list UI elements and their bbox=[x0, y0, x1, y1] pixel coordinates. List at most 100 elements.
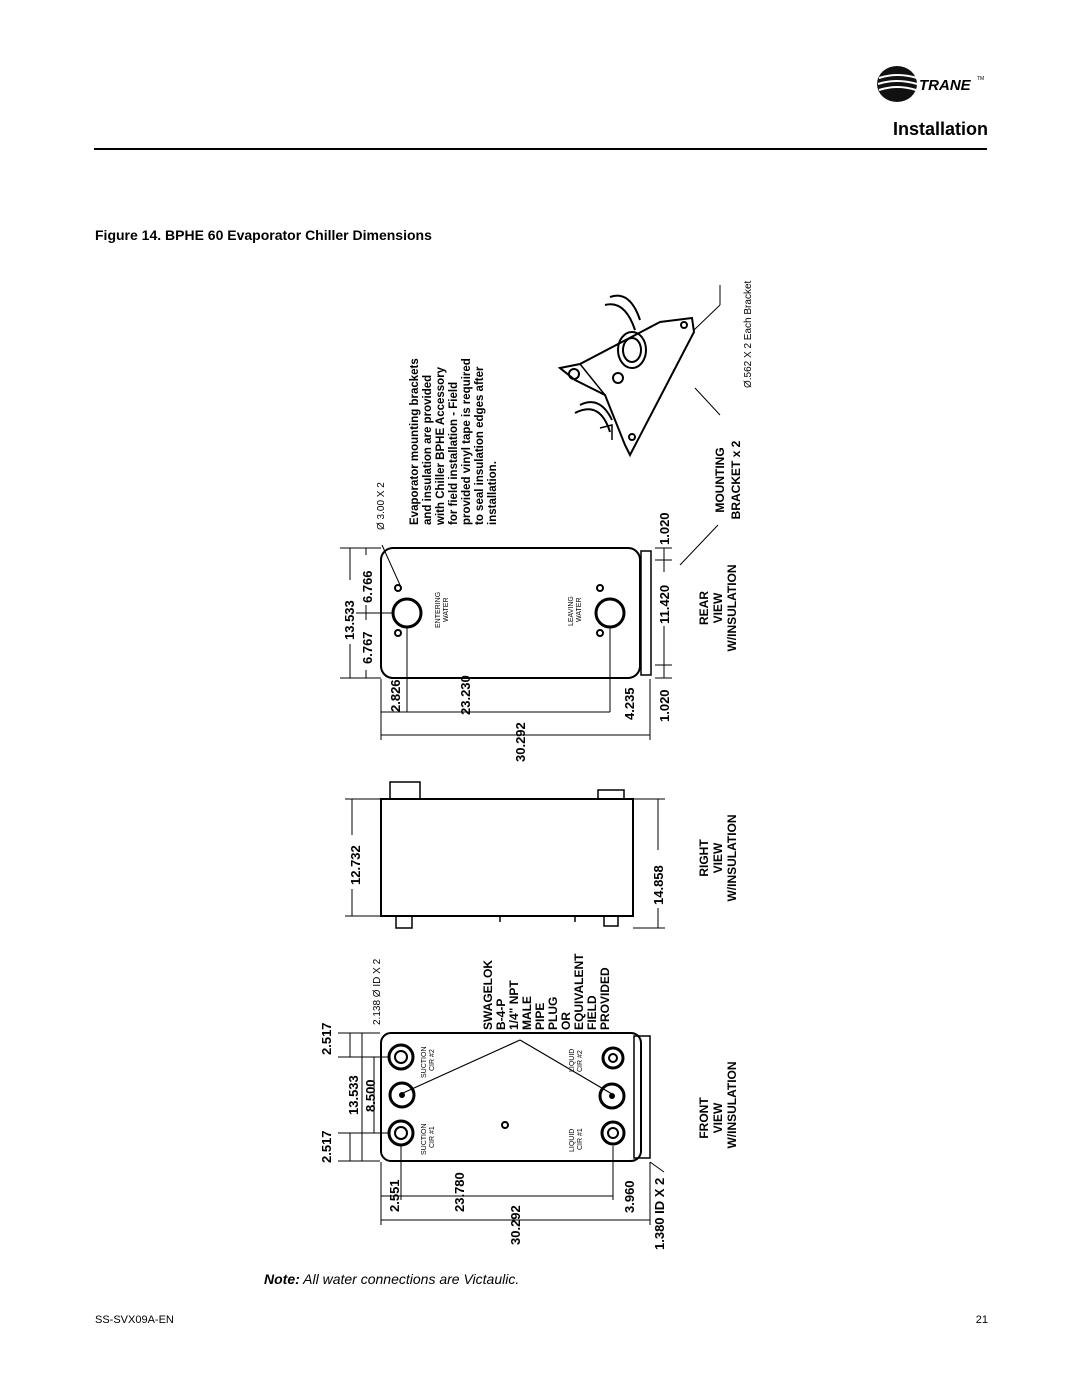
label-liquid1-line2: CIR #1 bbox=[577, 1128, 584, 1150]
center-mark bbox=[501, 1121, 509, 1129]
bracket-title-2: BRACKET x 2 bbox=[729, 440, 743, 519]
dim-front-left-top: 2.517 bbox=[319, 1022, 334, 1055]
fitting-note-1: SWAGELOK bbox=[481, 960, 495, 1030]
bracket-title-1: MOUNTING bbox=[713, 447, 727, 512]
dim-rear-d2: 23.230 bbox=[458, 675, 473, 715]
svg-text:LIQUID: LIQUID bbox=[569, 1129, 576, 1152]
doc-id: SS-SVX09A-EN bbox=[95, 1314, 174, 1326]
installation-note: Evaporator mounting brackets and insulat… bbox=[409, 358, 499, 526]
front-view-title-3: W/INSULATION bbox=[725, 1061, 739, 1148]
dim-rear-left-half: 6.767 bbox=[360, 631, 375, 664]
dim-right-length: 14.858 bbox=[651, 865, 666, 905]
label-leaving-water: WATER bbox=[576, 598, 583, 623]
header-rule bbox=[94, 148, 987, 150]
fitting-note-2: B-4-P bbox=[494, 999, 508, 1030]
install-note-2: and insulation are provided bbox=[422, 375, 434, 525]
label-leaving: LEAVING bbox=[568, 596, 575, 626]
front-view: SUCTION CIR #1 SUCTION CIR #2 LIQUID CIR… bbox=[319, 953, 739, 1250]
front-view-title-1: FRONT bbox=[697, 1097, 711, 1139]
rear-view-title-2: VIEW bbox=[711, 592, 725, 623]
install-note-3: with Chiller BPHE Accessory bbox=[435, 366, 447, 526]
install-note-6: to seal insulation edges after bbox=[474, 366, 486, 525]
label-liquid1-line1: LIQUID bbox=[569, 1129, 576, 1152]
label-suction1-line1: SUCTION bbox=[421, 1124, 428, 1156]
svg-text:CIR #2: CIR #2 bbox=[429, 1049, 436, 1071]
dim-rear-b1: 1.020 bbox=[657, 689, 672, 722]
port-suction-cir2 bbox=[387, 1043, 415, 1071]
svg-text:SUCTION: SUCTION bbox=[421, 1047, 428, 1079]
right-view-title-1: RIGHT bbox=[697, 839, 711, 877]
fitting-note-9: FIELD bbox=[585, 995, 599, 1030]
dim-rear-right-half: 6.766 bbox=[360, 570, 375, 603]
fitting-note-6: PLUG bbox=[546, 997, 560, 1030]
label-liquid2-line1: LIQUID bbox=[569, 1049, 576, 1072]
fitting-note-8: EQUIVALENT bbox=[572, 953, 586, 1030]
dim-rear-d4: 4.235 bbox=[622, 687, 637, 720]
rear-view-title-1: REAR bbox=[697, 591, 711, 625]
label-liquid2-line2: CIR #2 bbox=[577, 1050, 584, 1072]
dim-right-width: 12.732 bbox=[348, 845, 363, 885]
port-center-right bbox=[598, 1082, 626, 1110]
dim-rear-b3: 1.020 bbox=[657, 512, 672, 545]
label-entering-water: WATER bbox=[443, 598, 450, 623]
rear-insulation-edge bbox=[640, 550, 652, 676]
svg-text:CIR #2: CIR #2 bbox=[577, 1050, 584, 1072]
port-liquid-cir1 bbox=[600, 1120, 626, 1146]
dim-front-d2: 23.780 bbox=[452, 1172, 467, 1212]
dim-front-d1: 2.551 bbox=[387, 1179, 402, 1212]
fitting-note-5: PIPE bbox=[533, 1003, 547, 1030]
right-view-title-2: VIEW bbox=[711, 842, 725, 873]
svg-text:SUCTION: SUCTION bbox=[421, 1124, 428, 1156]
bracket-hole-note: Ø.562 X 2 Each Bracket bbox=[743, 280, 754, 388]
right-view: 12.732 14.858 RIGHT VIEW W/INSULATION bbox=[345, 781, 739, 929]
right-view-title-3: W/INSULATION bbox=[725, 814, 739, 901]
install-note-4: for field installation - Field bbox=[448, 382, 460, 525]
right-top-fitting-left bbox=[389, 781, 421, 800]
mounting-bracket-illustration bbox=[557, 285, 721, 566]
fitting-note-7: OR bbox=[559, 1012, 573, 1030]
dim-small-port: 2.138 Ø ID X 2 bbox=[372, 958, 383, 1025]
rear-view-title-3: W/INSULATION bbox=[725, 564, 739, 651]
section-title: Installation bbox=[892, 119, 988, 139]
install-note-5: provided vinyl tape is required bbox=[461, 358, 473, 525]
dim-front-d4: 3.960 bbox=[622, 1180, 637, 1213]
right-body-outline bbox=[380, 798, 634, 917]
note-label: Note: bbox=[264, 1271, 300, 1287]
note-victaulic: Note: All water connections are Victauli… bbox=[264, 1271, 519, 1287]
dim-front-port-id: 1.380 ID X 2 bbox=[652, 1178, 667, 1250]
fitting-note-3: 1/4" NPT bbox=[507, 980, 521, 1030]
trane-swirl-icon bbox=[877, 66, 918, 102]
label-suction2-line1: SUCTION bbox=[421, 1047, 428, 1079]
dim-front-d3: 30.292 bbox=[508, 1205, 523, 1245]
label-suction1-line2: CIR #1 bbox=[429, 1126, 436, 1148]
svg-text:CIR #1: CIR #1 bbox=[429, 1126, 436, 1148]
right-top-fitting-right bbox=[597, 789, 625, 800]
fitting-note-4: MALE bbox=[520, 996, 534, 1030]
page-number: 21 bbox=[975, 1314, 988, 1326]
svg-text:CIR #1: CIR #1 bbox=[577, 1128, 584, 1150]
port-center-left bbox=[388, 1081, 416, 1109]
rear-view: ENTERING WATER LEAVING WATER Ø 3.00 X 2 … bbox=[340, 482, 739, 762]
dim-front-height: 13.533 bbox=[346, 1075, 361, 1115]
dim-rear-b2: 11.420 bbox=[657, 585, 672, 624]
dim-front-left-bottom: 2.517 bbox=[319, 1130, 334, 1163]
brand-mark: TM bbox=[977, 76, 984, 82]
note-text: All water connections are Victaulic. bbox=[303, 1271, 520, 1287]
trane-logo: TRANE TM bbox=[877, 66, 984, 102]
front-view-title-2: VIEW bbox=[711, 1102, 725, 1133]
dim-front-port-span: 8.500 bbox=[363, 1079, 378, 1112]
front-insulation-edge bbox=[633, 1035, 651, 1159]
svg-text:LIQUID: LIQUID bbox=[569, 1049, 576, 1072]
label-entering: ENTERING bbox=[435, 592, 442, 628]
fitting-note-10: PROVIDED bbox=[598, 967, 612, 1030]
install-note-1: Evaporator mounting brackets bbox=[409, 358, 421, 525]
port-suction-cir1 bbox=[387, 1119, 415, 1147]
dim-rear-d1: 2.826 bbox=[388, 679, 403, 712]
front-plate-outline bbox=[380, 1032, 642, 1162]
dim-rear-port-dia: Ø 3.00 X 2 bbox=[376, 482, 387, 530]
brand-name: TRANE bbox=[919, 77, 972, 94]
figure-caption: Figure 14. BPHE 60 Evaporator Chiller Di… bbox=[95, 227, 432, 243]
dim-rear-height: 13.533 bbox=[342, 600, 357, 640]
dim-rear-d3: 30.292 bbox=[513, 722, 528, 762]
